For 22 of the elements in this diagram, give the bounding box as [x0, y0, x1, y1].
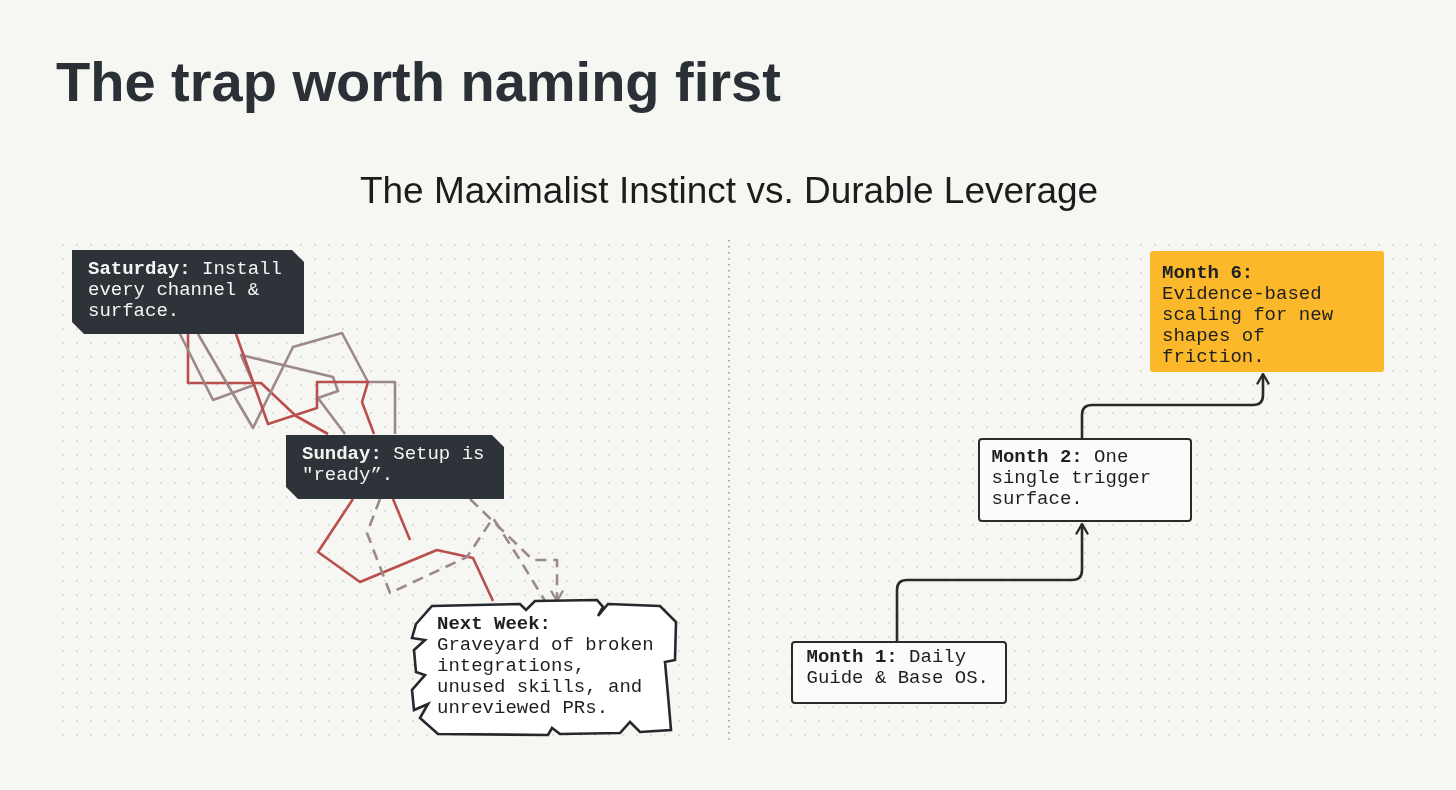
milestone-box [791, 641, 1007, 704]
step-arrow [895, 522, 1089, 641]
highlighted-milestone-box [1150, 251, 1384, 372]
callout-text: Next Week: Graveyard of broken integrations, unused skills, and unreviewed PRs. [437, 614, 655, 719]
milestone-text: Month 2: One single trigger surface. [991, 446, 1153, 510]
milestone-box [978, 438, 1192, 522]
step-arrow [1080, 372, 1270, 438]
milestone-text: Month 6: Evidence-based scaling for new shapes of friction. [1162, 263, 1335, 368]
tangled-line [178, 333, 347, 435]
dashed-tangled-line [365, 498, 547, 602]
milestone-text: Month 1: Daily Guide & Base OS. [806, 646, 990, 689]
tangled-line [186, 334, 329, 436]
chamfered-label-box [72, 250, 304, 334]
cracked-callout-box [410, 598, 678, 738]
tangled-line [196, 331, 397, 434]
label-text: Saturday: Install every channel & surface. [88, 259, 283, 322]
chamfered-label-box [286, 435, 504, 499]
tangled-line [391, 498, 412, 541]
tangled-line [316, 498, 495, 602]
tangled-line [234, 333, 376, 435]
diagram-subtitle: The Maximalist Instinct vs. Durable Leverage [359, 172, 1099, 209]
label-text: Sunday: Setup is "ready”. [302, 444, 486, 486]
